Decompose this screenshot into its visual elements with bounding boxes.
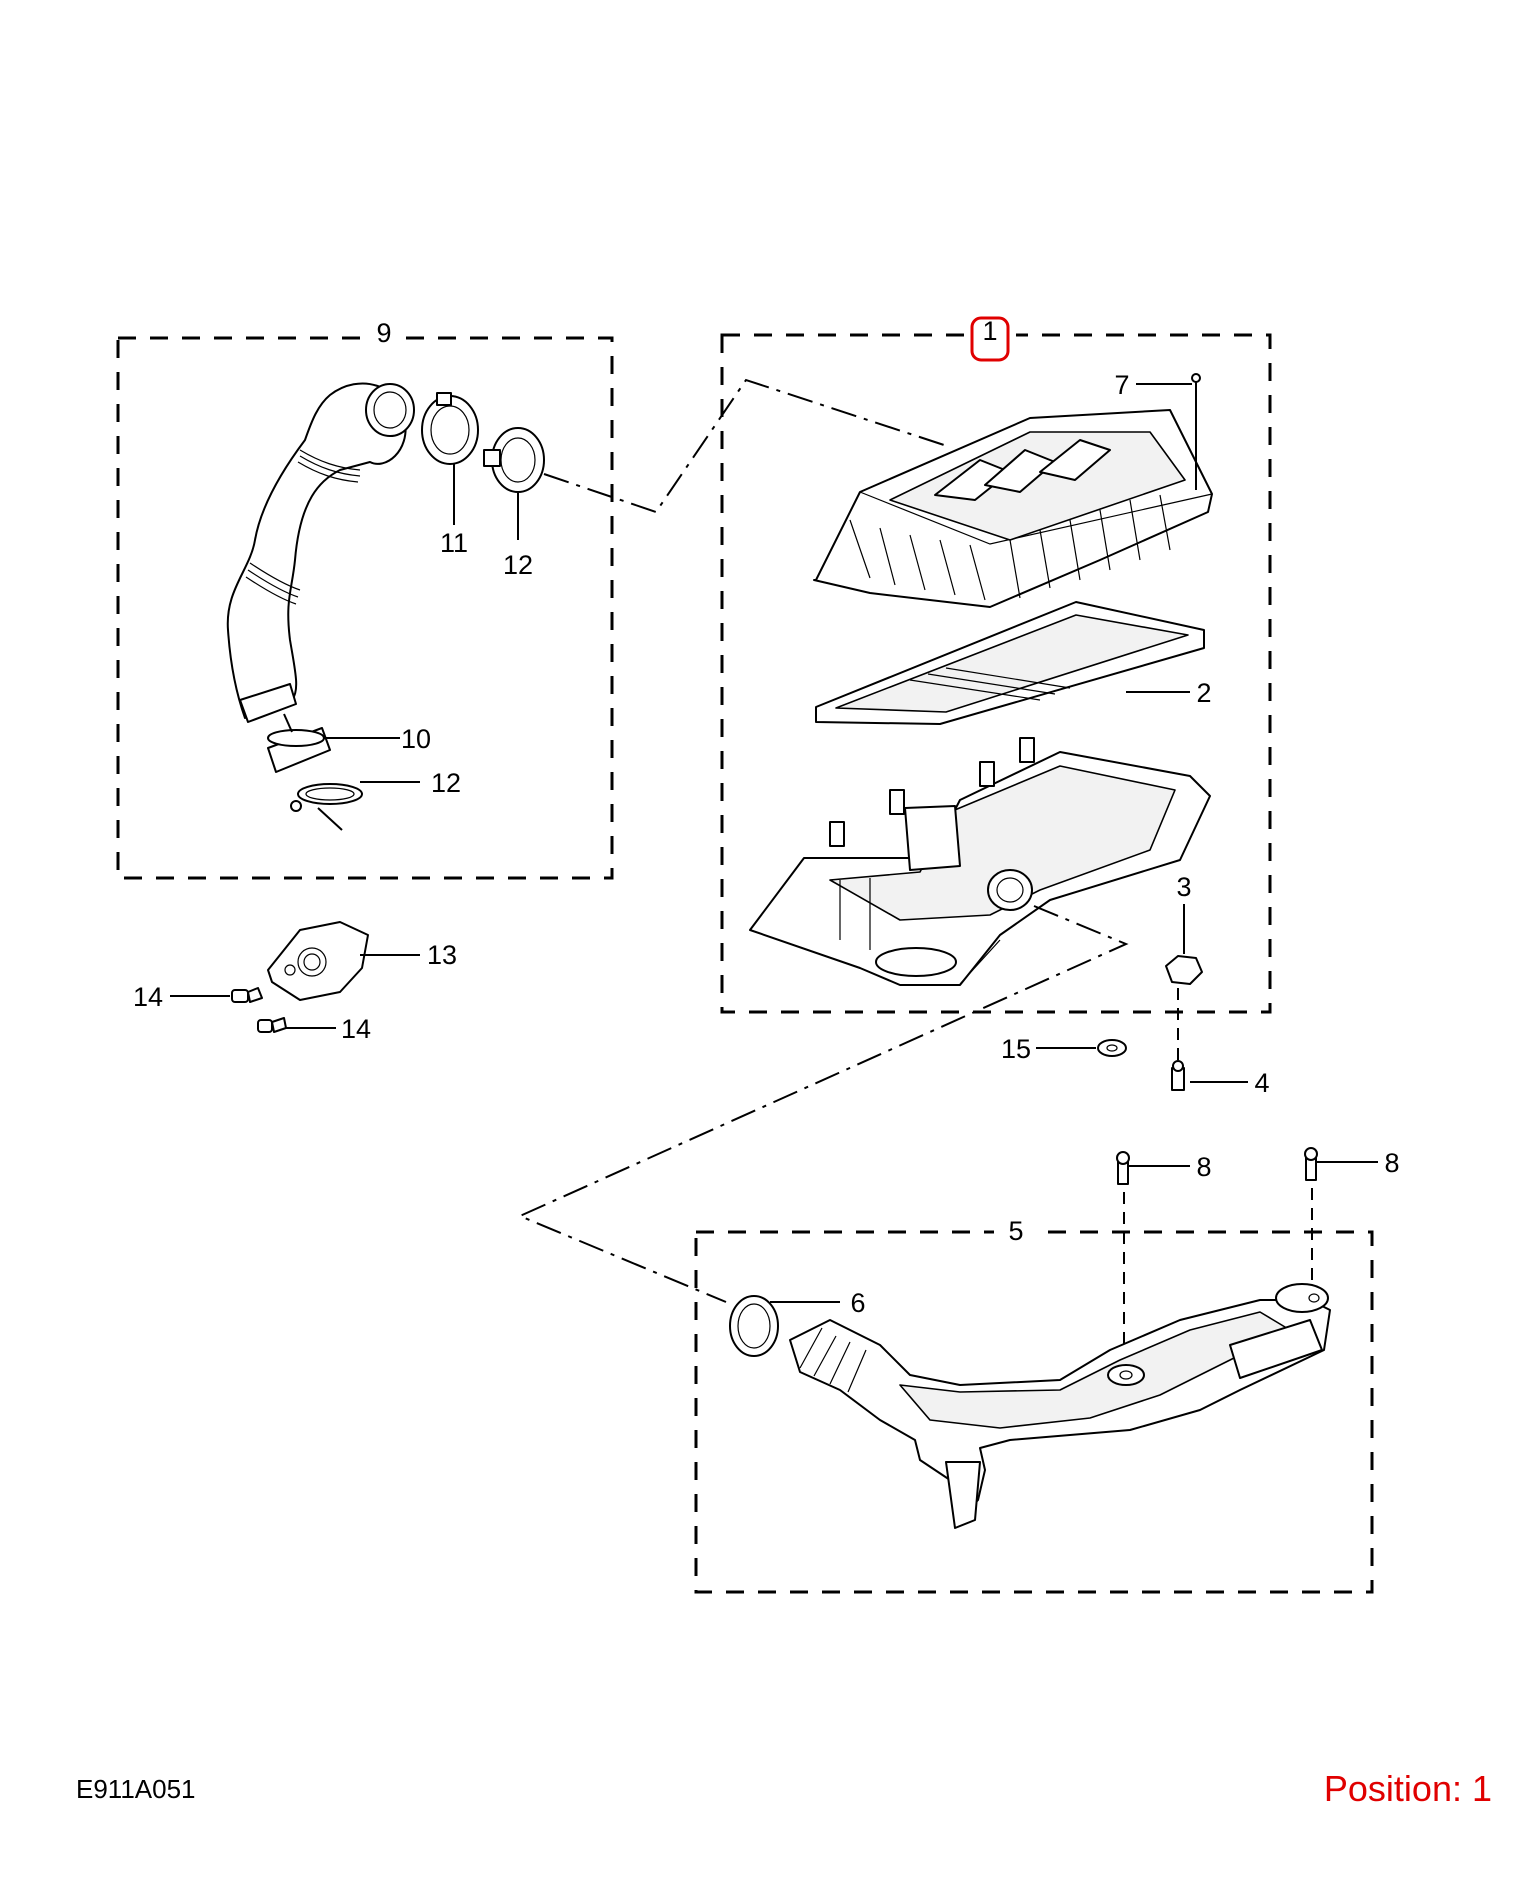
seal-10[interactable] [267, 727, 331, 773]
bolt-4[interactable] [1171, 1060, 1185, 1091]
connection-line-hose-to-airbox [543, 378, 945, 514]
highlight-ring [970, 316, 1010, 362]
callout-2: 2 [1196, 678, 1211, 708]
air-cleaner-cover[interactable] [813, 409, 1213, 608]
mount-3[interactable] [1165, 955, 1203, 985]
callout-10: 10 [401, 724, 431, 754]
seal-6[interactable] [729, 1295, 779, 1357]
callout-13: 13 [427, 940, 457, 970]
screw-7[interactable] [1191, 373, 1201, 490]
intake-hose[interactable] [226, 382, 415, 723]
callout-7: 7 [1114, 370, 1129, 400]
callout-8-left: 8 [1196, 1152, 1211, 1182]
hose-clamp-12-upper[interactable] [483, 427, 545, 493]
callout-1: 1 [982, 316, 997, 346]
callout-5: 5 [1008, 1216, 1023, 1246]
callout-14-upper: 14 [133, 982, 163, 1012]
screw-14-upper[interactable] [231, 987, 263, 1003]
bolt-8-left[interactable] [1116, 1151, 1130, 1185]
position-label: Position: 1 [1323, 1768, 1492, 1809]
callout-15: 15 [1001, 1034, 1031, 1064]
washer-15[interactable] [1097, 1039, 1127, 1057]
hose-clamp-11[interactable] [421, 392, 479, 465]
hose-clamp-12-lower[interactable] [290, 783, 363, 812]
group-9-box [116, 336, 614, 880]
connection-line-housing-to-duct [517, 905, 1129, 1303]
callout-4: 4 [1254, 1068, 1269, 1098]
callout-11: 11 [440, 528, 468, 558]
callout-8-right: 8 [1384, 1148, 1399, 1178]
intake-duct[interactable] [789, 1283, 1331, 1529]
screw-14-lower[interactable] [257, 1017, 287, 1033]
callout-12-upper: 12 [503, 550, 533, 580]
drawing-code: E911A051 [76, 1774, 196, 1804]
bolt-8-right[interactable] [1304, 1147, 1318, 1181]
callout-3: 3 [1176, 872, 1191, 902]
callout-12-lower: 12 [431, 768, 461, 798]
air-filter-element[interactable] [815, 601, 1205, 725]
callout-6: 6 [850, 1288, 865, 1318]
callout-9: 9 [376, 318, 391, 348]
bracket-13[interactable] [267, 921, 369, 1001]
air-cleaner-housing[interactable] [749, 737, 1211, 986]
callout-14-lower: 14 [341, 1014, 371, 1044]
